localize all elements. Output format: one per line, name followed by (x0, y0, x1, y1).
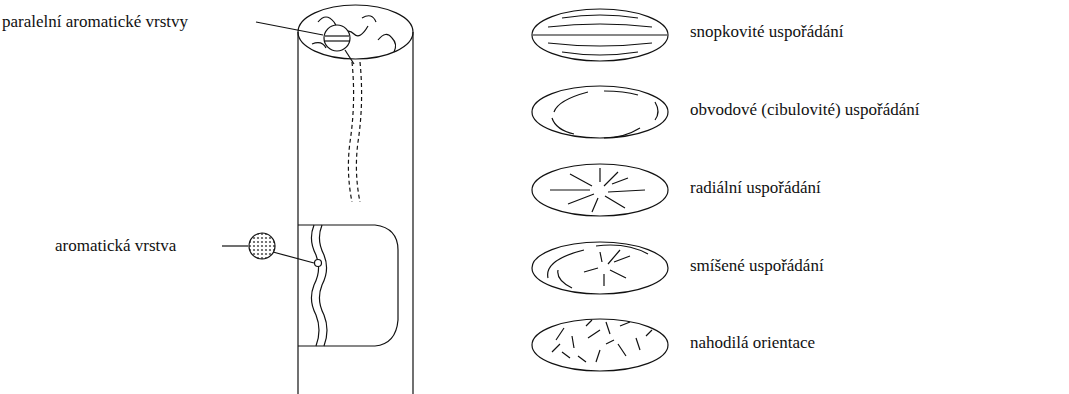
arrangement-label: radiální uspořádání (690, 178, 821, 198)
arrangement-ellipses (532, 9, 668, 371)
arrangement-label: nahodilá orientace (690, 333, 815, 353)
layer-label: aromatická vrstva (55, 236, 176, 256)
arrangement-label: snopkovité uspořádání (690, 22, 843, 42)
arrangement-label: obvodové (cibulovité) uspořádání (690, 100, 919, 120)
layer-label: paralelní aromatické vrstvy (2, 12, 188, 32)
fiber-cylinder (298, 5, 413, 394)
callout-aromatic-layer (222, 233, 314, 263)
arrangement-label: smíšené uspořádání (690, 256, 824, 276)
callout-parallel-layers (256, 22, 354, 64)
